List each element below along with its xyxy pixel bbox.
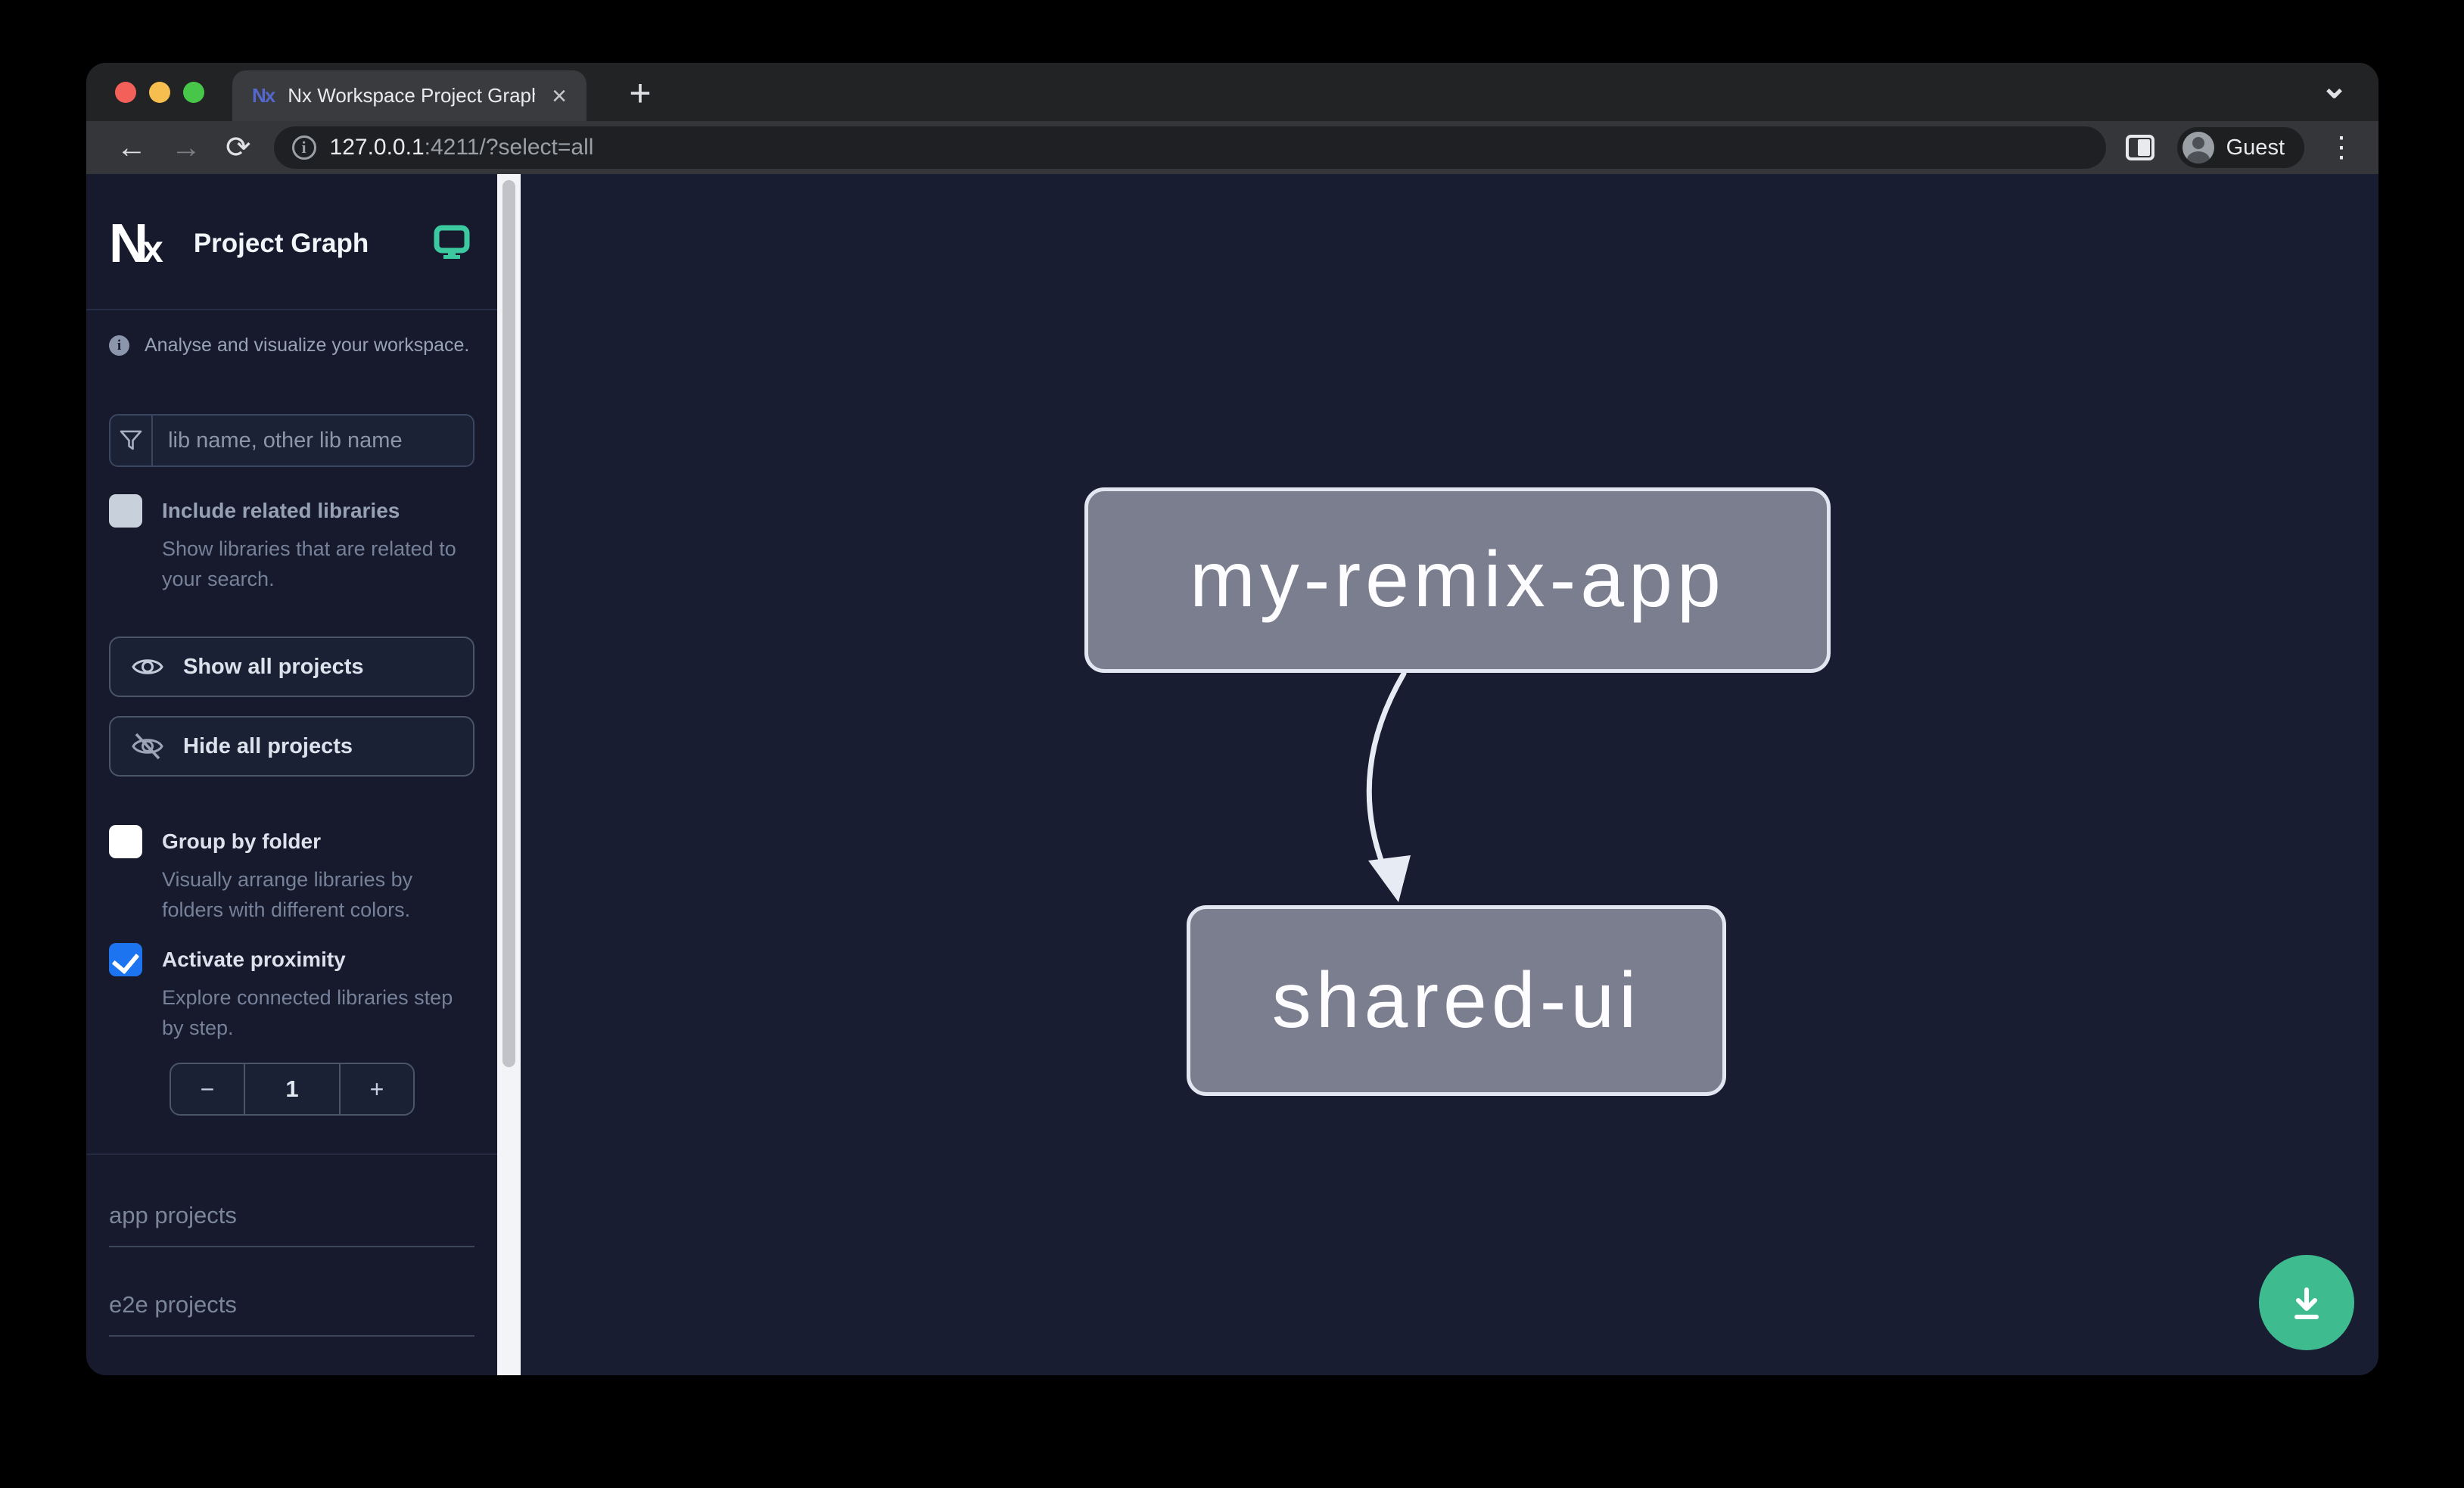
include-related-description: Show libraries that are related to your … (162, 537, 456, 590)
browser-menu-icon[interactable]: ⋮ (2327, 132, 2356, 163)
sidebar: Nx Project Graph Analyse and visualize y… (86, 174, 497, 1375)
sidebar-section-app-projects[interactable]: app projects (109, 1202, 474, 1247)
sidebar-scrollbar[interactable] (497, 174, 521, 1375)
search-field (109, 414, 474, 467)
nx-favicon-icon: Nx (252, 84, 275, 107)
url-text[interactable]: 127.0.0.1:4211/?select=all (330, 135, 594, 160)
url-path: :4211/?select=all (424, 135, 594, 160)
search-input[interactable] (153, 428, 473, 453)
group-by-folder-label: Group by folder (162, 830, 321, 853)
site-info-icon[interactable] (291, 135, 316, 160)
group-by-folder-block: Group by folder Visually arrange librari… (109, 825, 474, 925)
download-icon (2294, 1287, 2319, 1319)
filter-icon (110, 416, 154, 465)
browser-tab[interactable]: Nx Nx Workspace Project Graph × (232, 70, 586, 121)
address-bar[interactable]: 127.0.0.1:4211/?select=all (273, 126, 2106, 169)
activate-proximity-label: Activate proximity (162, 948, 346, 971)
group-by-folder-description: Visually arrange libraries by folders wi… (162, 868, 413, 921)
show-all-projects-label: Show all projects (183, 654, 364, 679)
info-icon (109, 335, 129, 356)
toolbar-right-cluster: Guest ⋮ (2125, 127, 2356, 168)
profile-button[interactable]: Guest (2176, 127, 2304, 168)
new-tab-button[interactable]: + (629, 72, 652, 114)
group-by-folder-checkbox[interactable] (109, 825, 142, 858)
scrollbar-thumb[interactable] (502, 180, 515, 1067)
activate-proximity-block: Activate proximity Explore connected lib… (109, 943, 474, 1043)
minimize-window-button[interactable] (149, 82, 170, 103)
include-related-label: Include related libraries (162, 499, 400, 522)
decrement-button[interactable]: − (200, 1075, 215, 1103)
reload-icon[interactable]: ⟳ (226, 131, 251, 164)
avatar-icon (2182, 132, 2214, 163)
proximity-stepper: − 1 + (170, 1063, 415, 1116)
tab-close-icon[interactable]: × (552, 81, 567, 111)
tab-title: Nx Workspace Project Graph (288, 84, 536, 107)
window-controls (115, 82, 204, 103)
activate-proximity-description: Explore connected libraries step by step… (162, 986, 453, 1039)
hide-all-projects-button[interactable]: Hide all projects (109, 716, 474, 777)
activate-proximity-checkbox[interactable] (109, 943, 142, 976)
show-all-projects-button[interactable]: Show all projects (109, 637, 474, 697)
close-window-button[interactable] (115, 82, 136, 103)
tagline-text: Analyse and visualize your workspace. (145, 335, 470, 356)
back-icon[interactable]: ← (117, 131, 147, 164)
maximize-window-button[interactable] (183, 82, 204, 103)
tab-search-chevron-icon[interactable]: ⌄ (2320, 68, 2348, 105)
graph-canvas[interactable]: my-remix-app shared-ui (521, 174, 2378, 1375)
eye-off-icon (132, 733, 163, 760)
page-content: Nx Project Graph Analyse and visualize y… (86, 174, 2378, 1375)
graph-node-shared-ui[interactable]: shared-ui (1187, 905, 1726, 1096)
tab-strip: Nx Nx Workspace Project Graph × + ⌄ (86, 63, 2378, 121)
profile-label: Guest (2226, 135, 2285, 160)
proximity-value: 1 (244, 1064, 341, 1114)
graph-node-my-remix-app[interactable]: my-remix-app (1084, 487, 1831, 673)
projects-divider (86, 1153, 497, 1155)
dependency-edge (1366, 671, 1411, 902)
monitor-icon[interactable] (434, 225, 470, 263)
side-panel-icon[interactable] (2125, 135, 2154, 160)
tagline-row: Analyse and visualize your workspace. (109, 335, 474, 356)
sidebar-section-e2e-projects[interactable]: e2e projects (109, 1291, 474, 1337)
hide-all-projects-label: Hide all projects (183, 733, 353, 758)
header-divider (86, 309, 497, 310)
page-title: Project Graph (193, 229, 369, 258)
eye-icon (132, 659, 163, 674)
include-related-checkbox[interactable] (109, 494, 142, 528)
increment-button[interactable]: + (369, 1075, 384, 1103)
browser-toolbar: ← → ⟳ 127.0.0.1:4211/?select=all Guest ⋮ (86, 121, 2378, 174)
include-related-block: Include related libraries Show libraries… (109, 494, 474, 594)
browser-window: Nx Nx Workspace Project Graph × + ⌄ ← → … (86, 63, 2378, 1375)
url-host: 127.0.0.1 (329, 135, 425, 160)
download-graph-button[interactable] (2259, 1255, 2354, 1350)
forward-icon: → (171, 131, 201, 164)
